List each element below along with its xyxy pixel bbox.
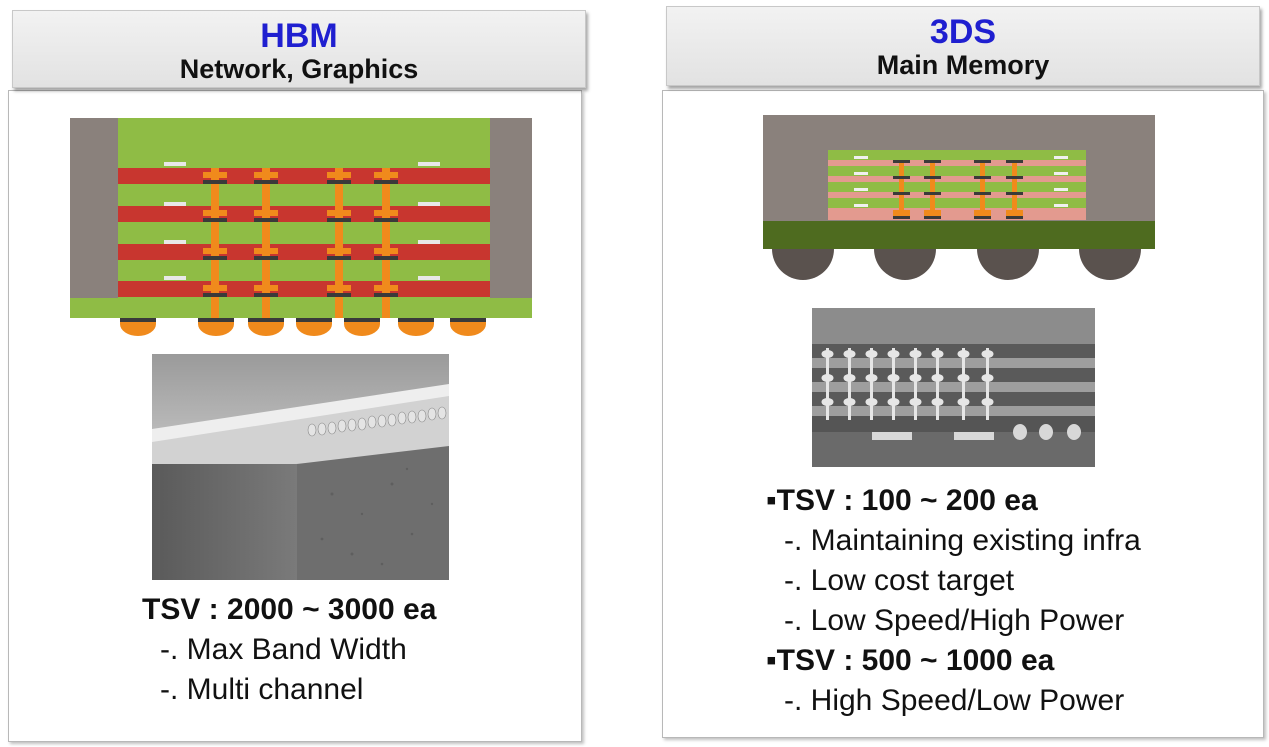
3ds-title: 3DS: [929, 13, 997, 51]
3ds-tsv-column: [1006, 160, 1023, 219]
3ds-sem-bumps: [872, 424, 1081, 440]
3ds-subtitle: Main Memory: [876, 50, 1050, 80]
3ds-tsv-count-2: ▪TSV : 500 ~ 1000 ea: [766, 644, 1055, 677]
hbm-title: HBM: [260, 17, 338, 55]
hbm-tsv-column: [374, 168, 398, 318]
3ds-solder-balls: [772, 249, 1141, 280]
hbm-sem-photo: [152, 354, 449, 580]
hbm-tsv-count: TSV : 2000 ~ 3000 ea: [142, 593, 437, 626]
3ds-point: -. Low cost target: [784, 564, 1015, 597]
3ds-tsv-column: [924, 160, 941, 219]
hbm-point: -. Max Band Width: [160, 633, 407, 666]
hbm-red-layer: [118, 244, 490, 260]
hbm-point: -. Multi channel: [160, 673, 364, 706]
3ds-stack-diagram: [763, 115, 1155, 280]
3ds-tsv-count-1: ▪TSV : 100 ~ 200 ea: [766, 484, 1038, 517]
3ds-bullets: ▪TSV : 100 ~ 200 ea -. Maintaining exist…: [766, 481, 1141, 721]
hbm-subtitle: Network, Graphics: [179, 54, 419, 84]
hbm-side-mold-left: [70, 118, 118, 298]
hbm-red-layer: [118, 168, 490, 184]
hbm-header: HBM Network, Graphics: [12, 10, 586, 88]
hbm-white-pads: [164, 162, 440, 280]
3ds-point: -. High Speed/Low Power: [784, 684, 1125, 717]
hbm-tsv-column: [327, 168, 351, 318]
3ds-tsv-column: [974, 160, 991, 219]
hbm-tsv-column: [203, 168, 227, 318]
3ds-sem-layers: [812, 344, 1095, 467]
3ds-sem-tsv-columns: [821, 348, 994, 420]
3ds-die-stack: [828, 150, 1086, 220]
3ds-point: -. Low Speed/High Power: [784, 604, 1125, 637]
hbm-red-layer: [118, 281, 490, 297]
3ds-header: 3DS Main Memory: [666, 6, 1260, 86]
hbm-stack-diagram: [70, 118, 532, 336]
hbm-bullets: TSV : 2000 ~ 3000 ea -. Max Band Width -…: [142, 590, 436, 710]
3ds-sem-photo: [812, 308, 1095, 467]
3ds-substrate: [763, 221, 1155, 249]
hbm-red-layer: [118, 206, 490, 222]
hbm-tsv-column: [254, 168, 278, 318]
hbm-solder-bumps: [120, 318, 486, 336]
3ds-point: -. Maintaining existing infra: [784, 524, 1141, 557]
3ds-tsv-column: [893, 160, 910, 219]
hbm-base-die: [70, 298, 532, 318]
hbm-side-mold-right: [490, 118, 532, 298]
3ds-white-pads: [854, 156, 1068, 207]
hbm-sem-bump-row: [307, 406, 447, 437]
